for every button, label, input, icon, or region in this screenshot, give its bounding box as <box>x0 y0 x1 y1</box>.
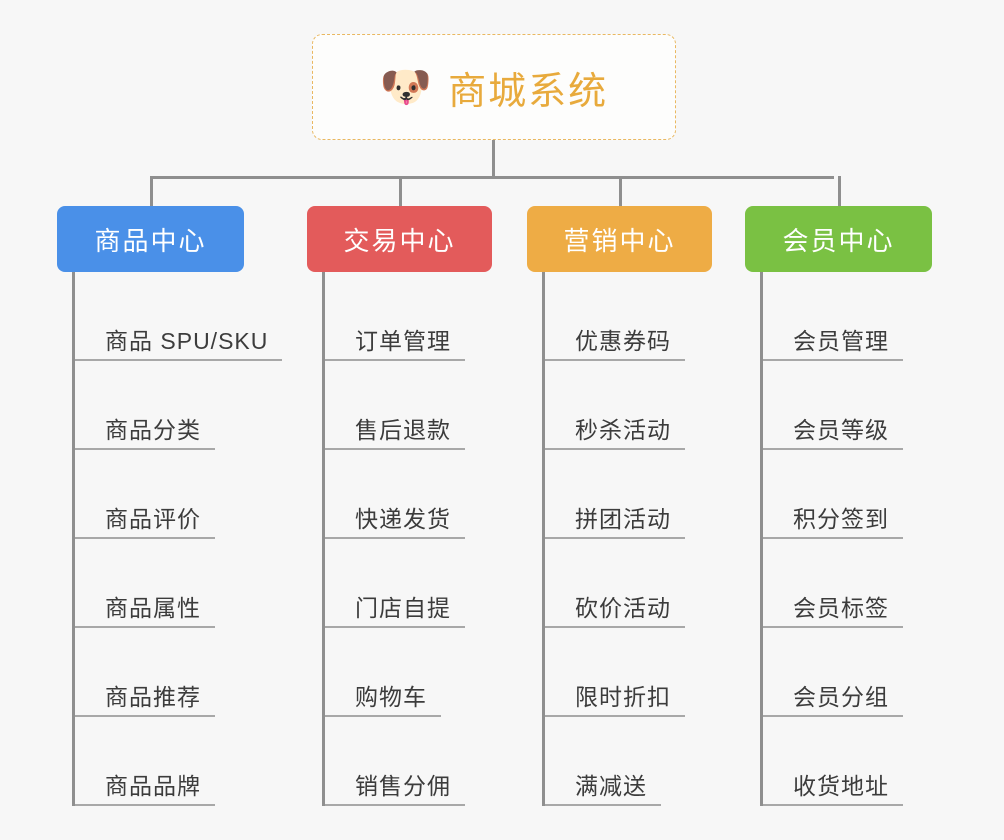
leaf-label: 商品评价 <box>105 506 201 532</box>
leaf-label: 销售分佣 <box>355 773 451 799</box>
leaf-underline: 积分签到 <box>763 508 903 539</box>
leaf-underline: 会员标签 <box>763 597 903 628</box>
connector-drop-4 <box>838 176 841 206</box>
leaf-underline: 商品评价 <box>75 508 215 539</box>
branch-spine <box>760 272 763 806</box>
category-label: 会员中心 <box>782 225 895 256</box>
root-node[interactable]: 🐶 商城系统 <box>312 34 676 140</box>
leaf-label: 会员分组 <box>793 684 889 710</box>
leaf-underline: 砍价活动 <box>545 597 685 628</box>
connector-root-stem <box>492 140 495 176</box>
leaf-underline: 购物车 <box>325 686 441 717</box>
leaf-underline: 商品 SPU/SKU <box>75 328 283 361</box>
leaf-label: 商品分类 <box>105 417 201 443</box>
leaf-underline: 售后退款 <box>325 419 465 450</box>
leaf-underline: 门店自提 <box>325 597 465 628</box>
leaf-label: 拼团活动 <box>575 506 671 532</box>
branch-spine <box>322 272 325 806</box>
leaf-label: 秒杀活动 <box>575 417 671 443</box>
category-label: 商品中心 <box>94 225 207 256</box>
leaf-underline: 优惠券码 <box>545 330 685 361</box>
leaf-underline: 会员管理 <box>763 330 903 361</box>
leaf-underline: 限时折扣 <box>545 686 685 717</box>
leaf-underline: 快递发货 <box>325 508 465 539</box>
leaf-label: 会员标签 <box>793 595 889 621</box>
leaf-underline: 收货地址 <box>763 775 903 806</box>
category-label: 营销中心 <box>563 225 676 256</box>
branch-spine <box>542 272 545 806</box>
connector-drop-1 <box>150 176 153 206</box>
leaf-underline: 商品推荐 <box>75 686 215 717</box>
root-title: 商城系统 <box>448 70 609 113</box>
leaf-label: 商品推荐 <box>105 684 201 710</box>
leaf-label: 砍价活动 <box>575 595 671 621</box>
connector-drop-2 <box>399 176 402 206</box>
shiba-dog-icon: 🐶 <box>379 63 433 110</box>
leaf-underline: 秒杀活动 <box>545 419 685 450</box>
leaf-underline: 商品分类 <box>75 419 215 450</box>
category-box-2[interactable]: 交易中心 <box>307 206 492 272</box>
leaf-underline: 订单管理 <box>325 330 465 361</box>
leaf-label: 积分签到 <box>793 506 889 532</box>
leaf-label: 满减送 <box>575 773 647 799</box>
leaf-label: 快递发货 <box>355 506 451 532</box>
leaf-label: 售后退款 <box>355 417 451 443</box>
leaf-label: 会员管理 <box>793 328 889 354</box>
leaf-label: 商品品牌 <box>105 773 201 799</box>
leaf-underline: 满减送 <box>545 775 661 806</box>
leaf-underline: 拼团活动 <box>545 508 685 539</box>
category-box-1[interactable]: 商品中心 <box>57 206 244 272</box>
leaf-label: 商品 SPU/SKU <box>105 328 269 354</box>
leaf-label: 门店自提 <box>355 595 451 621</box>
category-box-3[interactable]: 营销中心 <box>527 206 712 272</box>
leaf-underline: 商品品牌 <box>75 775 215 806</box>
leaf-label: 订单管理 <box>355 328 451 354</box>
leaf-underline: 销售分佣 <box>325 775 465 806</box>
category-box-4[interactable]: 会员中心 <box>745 206 932 272</box>
leaf-label: 购物车 <box>355 684 427 710</box>
leaf-label: 优惠券码 <box>575 328 671 354</box>
category-label: 交易中心 <box>343 225 456 256</box>
leaf-underline: 会员等级 <box>763 419 903 450</box>
leaf-underline: 会员分组 <box>763 686 903 717</box>
leaf-underline: 商品属性 <box>75 597 215 628</box>
branch-spine <box>72 272 75 806</box>
connector-drop-3 <box>619 176 622 206</box>
leaf-label: 会员等级 <box>793 417 889 443</box>
leaf-label: 商品属性 <box>105 595 201 621</box>
leaf-label: 收货地址 <box>793 773 889 799</box>
leaf-label: 限时折扣 <box>575 684 671 710</box>
connector-horizontal-bus <box>151 176 834 179</box>
